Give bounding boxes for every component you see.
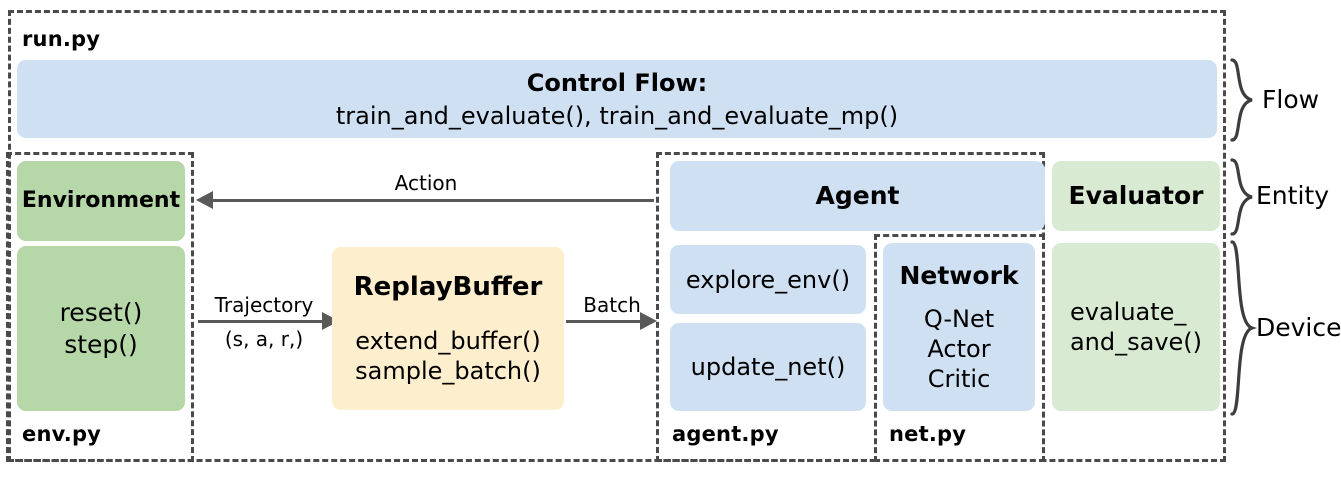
action-arrow-label: Action bbox=[394, 171, 458, 195]
device-bracket-label: Device bbox=[1256, 313, 1341, 342]
flow-brace-icon bbox=[1230, 58, 1253, 142]
replay-buffer-box: ReplayBuffer extend_buffer() sample_batc… bbox=[332, 247, 564, 410]
run-py-label: run.py bbox=[22, 27, 101, 51]
trajectory-arrow-line bbox=[198, 320, 322, 323]
environment-box: Environment bbox=[17, 161, 185, 241]
run-py-container bbox=[8, 10, 1226, 462]
agent-py-label: agent.py bbox=[672, 422, 779, 446]
net-py-label: net.py bbox=[889, 422, 967, 446]
env-py-label: env.py bbox=[22, 422, 102, 446]
entity-bracket-label: Entity bbox=[1256, 181, 1329, 210]
evaluator-title: Evaluator bbox=[1068, 181, 1204, 211]
trajectory-arrow-label-bottom: (s, a, r,) bbox=[224, 327, 304, 351]
trajectory-arrow-label-top: Trajectory bbox=[214, 293, 314, 317]
update-net-box: update_net() bbox=[670, 323, 866, 411]
update-net-label: update_net() bbox=[690, 353, 846, 381]
control-flow-heading: Control Flow: bbox=[526, 68, 708, 97]
explore-env-label: explore_env() bbox=[685, 265, 851, 294]
agent-box: Agent bbox=[670, 161, 1045, 231]
network-title: Network bbox=[899, 261, 1019, 291]
device-brace-icon bbox=[1230, 240, 1257, 416]
replay-buffer-methods: extend_buffer() sample_batch() bbox=[355, 326, 541, 385]
replay-buffer-title: ReplayBuffer bbox=[353, 272, 543, 303]
batch-arrow-head-icon bbox=[640, 312, 657, 330]
control-flow-functions: train_and_evaluate(), train_and_evaluate… bbox=[335, 101, 899, 130]
environment-title: Environment bbox=[21, 188, 181, 214]
environment-methods-box: reset() step() bbox=[17, 246, 185, 411]
environment-methods: reset() step() bbox=[59, 298, 143, 359]
batch-arrow-label: Batch bbox=[583, 293, 641, 317]
evaluate-and-save-box: evaluate_ and_save() bbox=[1052, 243, 1220, 411]
explore-env-box: explore_env() bbox=[670, 245, 866, 314]
entity-brace-icon bbox=[1230, 158, 1253, 236]
control-flow-box: Control Flow: train_and_evaluate(), trai… bbox=[17, 60, 1217, 138]
evaluator-box: Evaluator bbox=[1052, 161, 1220, 231]
action-arrow-line bbox=[212, 199, 654, 202]
flow-bracket-label: Flow bbox=[1262, 85, 1320, 114]
action-arrow-head-icon bbox=[196, 191, 213, 209]
env-py-container bbox=[6, 152, 194, 462]
agent-title: Agent bbox=[815, 181, 900, 211]
network-box: Network Q-Net Actor Critic bbox=[883, 243, 1035, 411]
batch-arrow-line bbox=[566, 320, 640, 323]
evaluate-and-save-label: evaluate_ and_save() bbox=[1069, 298, 1203, 356]
network-items: Q-Net Actor Critic bbox=[923, 304, 995, 393]
